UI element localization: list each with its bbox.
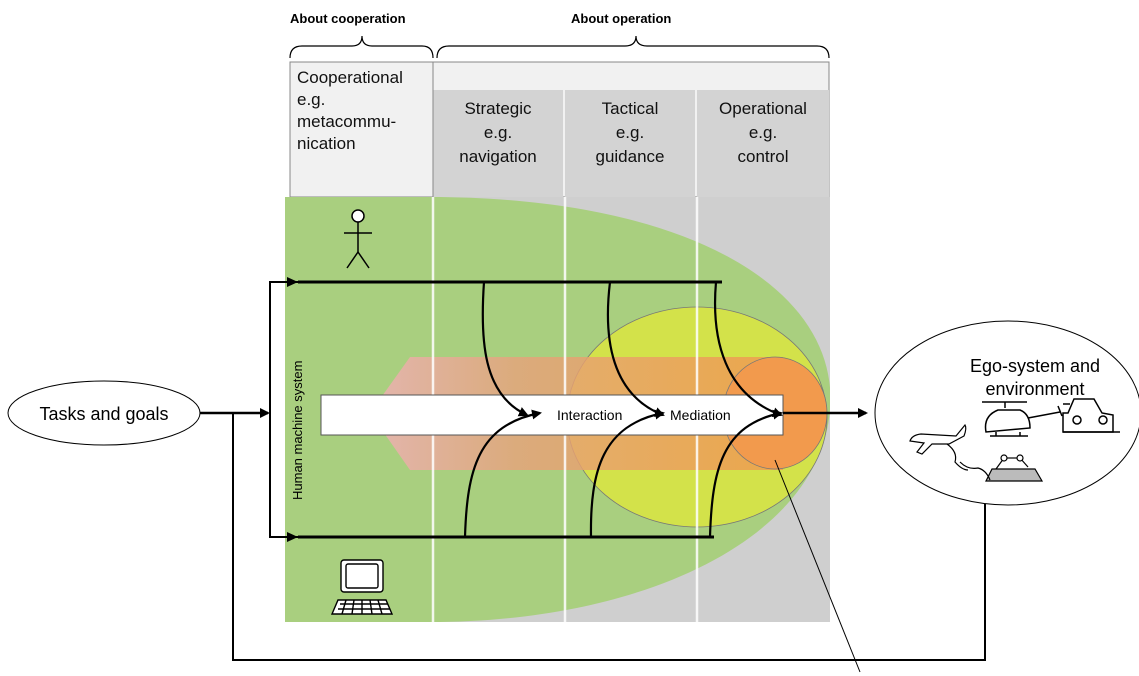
airplane-icon xyxy=(909,423,969,471)
strategic-example: navigation xyxy=(459,147,537,166)
human-machine-system-label: Human machine system xyxy=(290,361,305,500)
robot-arm-icon xyxy=(959,454,1044,482)
strategic-label: Strategic xyxy=(464,99,532,118)
tactical-top-arrow xyxy=(606,281,665,417)
operation-brace xyxy=(436,35,830,59)
mediation-label: Mediation xyxy=(670,407,731,423)
helicopter-icon xyxy=(982,401,1063,437)
tactical-bottom-arrow xyxy=(589,409,665,538)
cooperational-example-2: nication xyxy=(297,134,356,153)
tactical-label: Tactical xyxy=(602,99,659,118)
computer-icon xyxy=(330,559,394,615)
interaction-mediation-box xyxy=(320,394,784,436)
strategic-top-arrow xyxy=(481,281,529,417)
car-icon xyxy=(1062,398,1120,433)
cooperational-eg: e.g. xyxy=(297,90,325,109)
ego-system-label-2: environment xyxy=(985,379,1084,399)
human-figure-icon xyxy=(344,209,372,269)
interaction-label: Interaction xyxy=(557,407,622,423)
tactical-header-cell xyxy=(565,90,695,197)
operational-top-arrow xyxy=(713,281,783,418)
ego-system-label-1: Ego-system and xyxy=(970,356,1100,376)
cooperation-brace xyxy=(289,35,434,59)
operational-example: control xyxy=(737,147,788,166)
operational-eg: e.g. xyxy=(749,123,777,142)
pointer-line xyxy=(774,459,861,673)
tactical-example: guidance xyxy=(595,147,664,166)
cooperational-label: Cooperational xyxy=(297,68,403,87)
cooperational-example-1: metacommu- xyxy=(297,112,396,131)
about-operation-header: About operation xyxy=(571,11,671,26)
about-cooperation-header: About cooperation xyxy=(290,11,406,26)
input-bracket xyxy=(269,281,298,538)
operational-label: Operational xyxy=(719,99,807,118)
operational-bottom-arrow xyxy=(708,409,783,538)
strategic-bottom-arrow xyxy=(463,409,542,538)
operational-header-cell xyxy=(697,90,829,197)
strategic-header-cell xyxy=(433,90,563,197)
tactical-eg: e.g. xyxy=(616,123,644,142)
strategic-eg: e.g. xyxy=(484,123,512,142)
tasks-goals-label: Tasks and goals xyxy=(39,404,168,424)
feedback-loop xyxy=(232,413,986,661)
